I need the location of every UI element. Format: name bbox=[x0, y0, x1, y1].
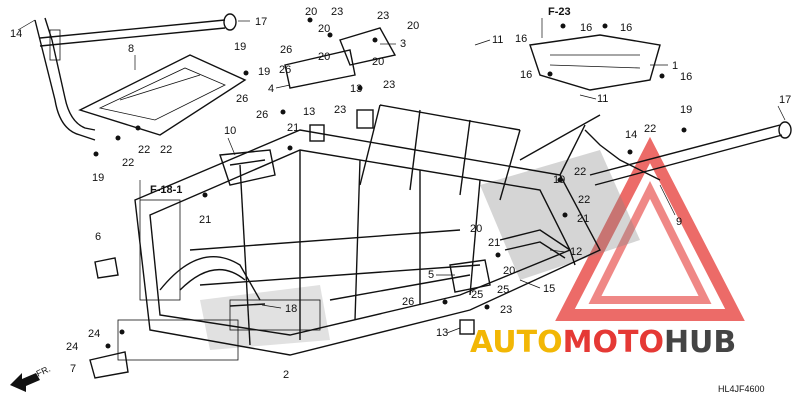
callout-20e: 20 bbox=[372, 56, 384, 68]
left-grab-rail bbox=[34, 17, 96, 141]
callout-13a: 13 bbox=[303, 106, 315, 118]
callout-20d: 20 bbox=[407, 20, 419, 32]
upper-crossbar bbox=[39, 13, 237, 47]
callout-23d: 23 bbox=[334, 104, 346, 116]
callout-numbers: 1 2 3 4 5 6 7 8 9 10 11 11 12 13 13 13 1… bbox=[10, 6, 791, 381]
callout-15: 15 bbox=[543, 283, 555, 295]
callout-1: 1 bbox=[672, 60, 678, 72]
callout-13b: 13 bbox=[350, 83, 362, 95]
callout-25b: 25 bbox=[497, 284, 509, 296]
callout-21b: 21 bbox=[199, 214, 211, 226]
bracket-6 bbox=[94, 257, 119, 279]
diagram-code: HL4JF4600 bbox=[718, 384, 765, 394]
callout-25a: 25 bbox=[471, 289, 483, 301]
callout-22b: 22 bbox=[138, 144, 150, 156]
callout-17b: 17 bbox=[779, 94, 791, 106]
callout-20a: 20 bbox=[305, 6, 317, 18]
callout-21c: 21 bbox=[577, 213, 589, 225]
callout-20c: 20 bbox=[318, 51, 330, 63]
link-12 bbox=[499, 229, 576, 266]
callout-16e: 16 bbox=[680, 71, 692, 83]
callout-14b: 14 bbox=[625, 129, 637, 141]
ref-f18: F-18-1 bbox=[150, 184, 182, 196]
callout-22f: 22 bbox=[578, 194, 590, 206]
callout-23e: 23 bbox=[500, 304, 512, 316]
ref-f23: F-23 bbox=[548, 6, 571, 18]
callout-26b: 26 bbox=[279, 64, 291, 76]
callout-19b: 19 bbox=[92, 172, 104, 184]
callout-2: 2 bbox=[283, 369, 289, 381]
callout-20f: 20 bbox=[470, 223, 482, 235]
callout-24a: 24 bbox=[88, 328, 100, 340]
callout-16a: 16 bbox=[580, 22, 592, 34]
rear-upper-frame bbox=[219, 149, 276, 186]
callout-26d: 26 bbox=[256, 109, 268, 121]
callout-16c: 16 bbox=[515, 33, 527, 45]
fasteners bbox=[93, 17, 687, 349]
callout-21d: 21 bbox=[488, 237, 500, 249]
callout-19a: 19 bbox=[234, 41, 246, 53]
cover-1 bbox=[529, 34, 661, 91]
callout-20b: 20 bbox=[318, 23, 330, 35]
callout-5: 5 bbox=[428, 269, 434, 281]
watermark-triangle-inner bbox=[588, 181, 712, 304]
callout-23c: 23 bbox=[383, 79, 395, 91]
callout-22a: 22 bbox=[122, 157, 134, 169]
callout-11a: 11 bbox=[492, 34, 503, 46]
callout-7: 7 bbox=[70, 363, 76, 375]
callout-13c: 13 bbox=[436, 327, 448, 339]
guide-18 bbox=[229, 303, 266, 307]
leader-lines bbox=[17, 19, 786, 334]
callout-26e: 26 bbox=[402, 296, 414, 308]
watermark-triangle-outer bbox=[555, 136, 745, 321]
shading-dots bbox=[200, 150, 640, 350]
callout-14a: 14 bbox=[10, 28, 22, 40]
skid-plate bbox=[78, 54, 247, 136]
callout-8: 8 bbox=[128, 43, 134, 55]
front-direction-arrow bbox=[10, 373, 40, 392]
callout-18: 18 bbox=[285, 303, 297, 315]
callout-19c: 19 bbox=[553, 174, 565, 186]
callout-12: 12 bbox=[570, 246, 582, 258]
bracket-3 bbox=[339, 27, 397, 66]
callout-26c: 26 bbox=[236, 93, 248, 105]
bracket-7 bbox=[89, 351, 129, 379]
main-frame bbox=[117, 104, 601, 361]
callout-9: 9 bbox=[676, 216, 682, 228]
callout-19d: 19 bbox=[680, 104, 692, 116]
callout-23a: 23 bbox=[331, 6, 343, 18]
front-label: FR. bbox=[35, 364, 52, 379]
callout-10: 10 bbox=[224, 125, 236, 137]
callout-4: 4 bbox=[268, 83, 274, 95]
right-grab-rail bbox=[584, 121, 792, 186]
watermark-word-c: HUB bbox=[664, 325, 736, 360]
callout-23b: 23 bbox=[377, 10, 389, 22]
callout-20g: 20 bbox=[503, 265, 515, 277]
bracket-4 bbox=[284, 49, 356, 89]
callout-16b: 16 bbox=[620, 22, 632, 34]
watermark-text: AUTOMOTOHUB bbox=[470, 325, 736, 360]
callout-19e: 19 bbox=[258, 66, 270, 78]
callout-6: 6 bbox=[95, 231, 101, 243]
callout-3: 3 bbox=[400, 38, 406, 50]
callout-22c: 22 bbox=[160, 144, 172, 156]
callout-11b: 11 bbox=[597, 93, 608, 105]
callout-21a: 21 bbox=[287, 122, 299, 134]
watermark-logo: AUTOMOTOHUB bbox=[470, 136, 745, 360]
watermark-word-b: MOTO bbox=[563, 325, 664, 360]
watermark-word-a: AUTO bbox=[470, 325, 563, 360]
callout-22e: 22 bbox=[574, 166, 586, 178]
callout-16d: 16 bbox=[520, 69, 532, 81]
engine-mounts bbox=[309, 109, 491, 335]
callout-24b: 24 bbox=[66, 341, 78, 353]
callout-17a: 17 bbox=[255, 16, 267, 28]
callout-26a: 26 bbox=[280, 44, 292, 56]
callout-22d: 22 bbox=[644, 123, 656, 135]
